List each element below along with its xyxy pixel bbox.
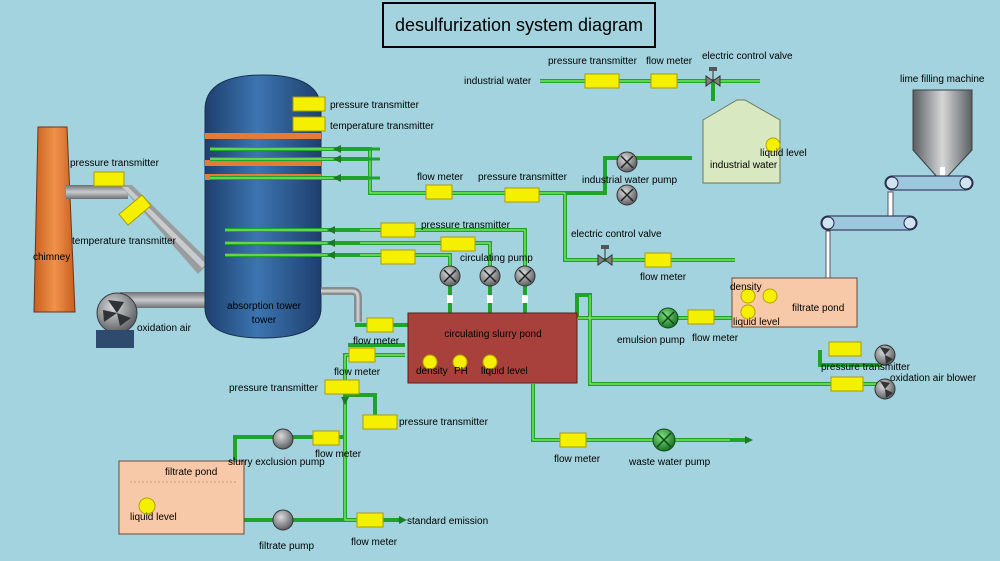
liquid-level-left-label: liquid level [130,512,177,523]
pt-spray-label: pressure transmitter [478,172,568,183]
circulating-pump-label: circulating pump [460,253,533,264]
waste-water-pump-icon [652,428,676,452]
pt-circ-label: pressure transmitter [421,220,511,231]
industrial-water-tank: liquid level industrial water [702,99,807,184]
circulating-slurry-pond-label: circulating slurry pond [444,329,541,340]
filtrate-pond-left-label: filtrate pond [165,467,217,478]
slurry-exclusion-pump-icon [272,428,294,450]
fm-emission-label: flow meter [351,537,398,548]
ph-pond-label: PH [454,366,468,377]
ecv-filtrate-label: electric control valve [571,229,662,240]
component-labels: pressure transmitter temperature transmi… [70,51,977,552]
industrial-water-label: industrial water [464,76,532,87]
waste-water-pump-label: waste water pump [628,457,711,468]
fm-slurry-out2-label: flow meter [334,367,381,378]
fm-waste-label: flow meter [554,454,601,465]
fm-emulsion-label: flow meter [692,333,739,344]
industrial-water-tank-label: industrial water [710,160,778,171]
standard-emission-label: standard emission [407,516,488,527]
electric-control-valve-filtrate-icon [597,245,613,266]
liquid-level-tank-icon [765,137,781,153]
fm-spray-label: flow meter [417,172,464,183]
industrial-water-pump-icon [616,151,638,206]
slurry-exclusion-pump-label: slurry exclusion pump [228,457,325,468]
oxidation-air-blower-label: oxidation air blower [890,373,977,384]
tt-tower-top-label: temperature transmitter [330,121,435,132]
pt-chimney-label: pressure transmitter [70,158,160,169]
circulating-slurry-pond: circulating slurry pond density PH liqui… [407,312,578,384]
valves [597,67,721,266]
density-pond-label: density [416,366,448,377]
absorption-tower: absorption tower tower [204,74,322,339]
density-right-label: density [730,282,762,293]
title-box: desulfurization system diagram [382,2,656,48]
fm-slurry-out-label: flow meter [353,336,400,347]
electric-control-valve-water-icon [705,67,721,87]
emulsion-pump-label: emulsion pump [617,335,685,346]
instruments [93,73,864,528]
green-pumps [652,307,679,452]
pt-left-label: pressure transmitter [229,383,319,394]
oxidation-air-label: oxidation air [137,323,192,334]
fm-exclusion-label: flow meter [315,449,362,460]
emulsion-pump-icon [657,307,679,329]
pumps [272,151,896,531]
tower-outlet-pipe [321,287,362,322]
lime-filling-machine: lime filling machine [820,74,985,280]
lime-filling-machine-label: lime filling machine [900,74,985,85]
oxidation-air-fan: oxidation air [96,292,210,348]
pt-water-label: pressure transmitter [548,56,638,67]
tt-chimney-label: temperature transmitter [72,236,177,247]
fm-filtrate-label: flow meter [640,272,687,283]
liquid-level-tank-label: liquid level [760,148,807,159]
filtrate-pond-right-label: filtrate pond [792,303,844,314]
ecv-water-label: electric control valve [702,51,793,62]
chimney-label: chimney [33,252,70,263]
industrial-water-pump-label: industrial water pump [582,175,677,186]
pt-blower-label: pressure transmitter [821,362,911,373]
oxidation-air-blower-icons [874,344,896,400]
filtrate-pond-right: density liquid level filtrate pond [730,277,858,328]
diagram-title: desulfurization system diagram [395,15,643,35]
circulating-pump-icons [439,265,536,303]
chimney: chimney [33,126,76,313]
pt-left2-label: pressure transmitter [399,417,489,428]
filtrate-pump-label: filtrate pump [259,541,314,552]
filtrate-pond-left: filtrate pond liquid level [118,460,245,535]
absorption-tower-label: absorption tower [227,301,302,312]
filtrate-pump-icon [272,509,294,531]
pt-tower-top-label: pressure transmitter [330,100,420,111]
liquid-level-right-label: liquid level [733,317,780,328]
liquid-level-pond-label: liquid level [481,366,528,377]
fm-water-label: flow meter [646,56,693,67]
svg-text:tower: tower [252,315,277,326]
